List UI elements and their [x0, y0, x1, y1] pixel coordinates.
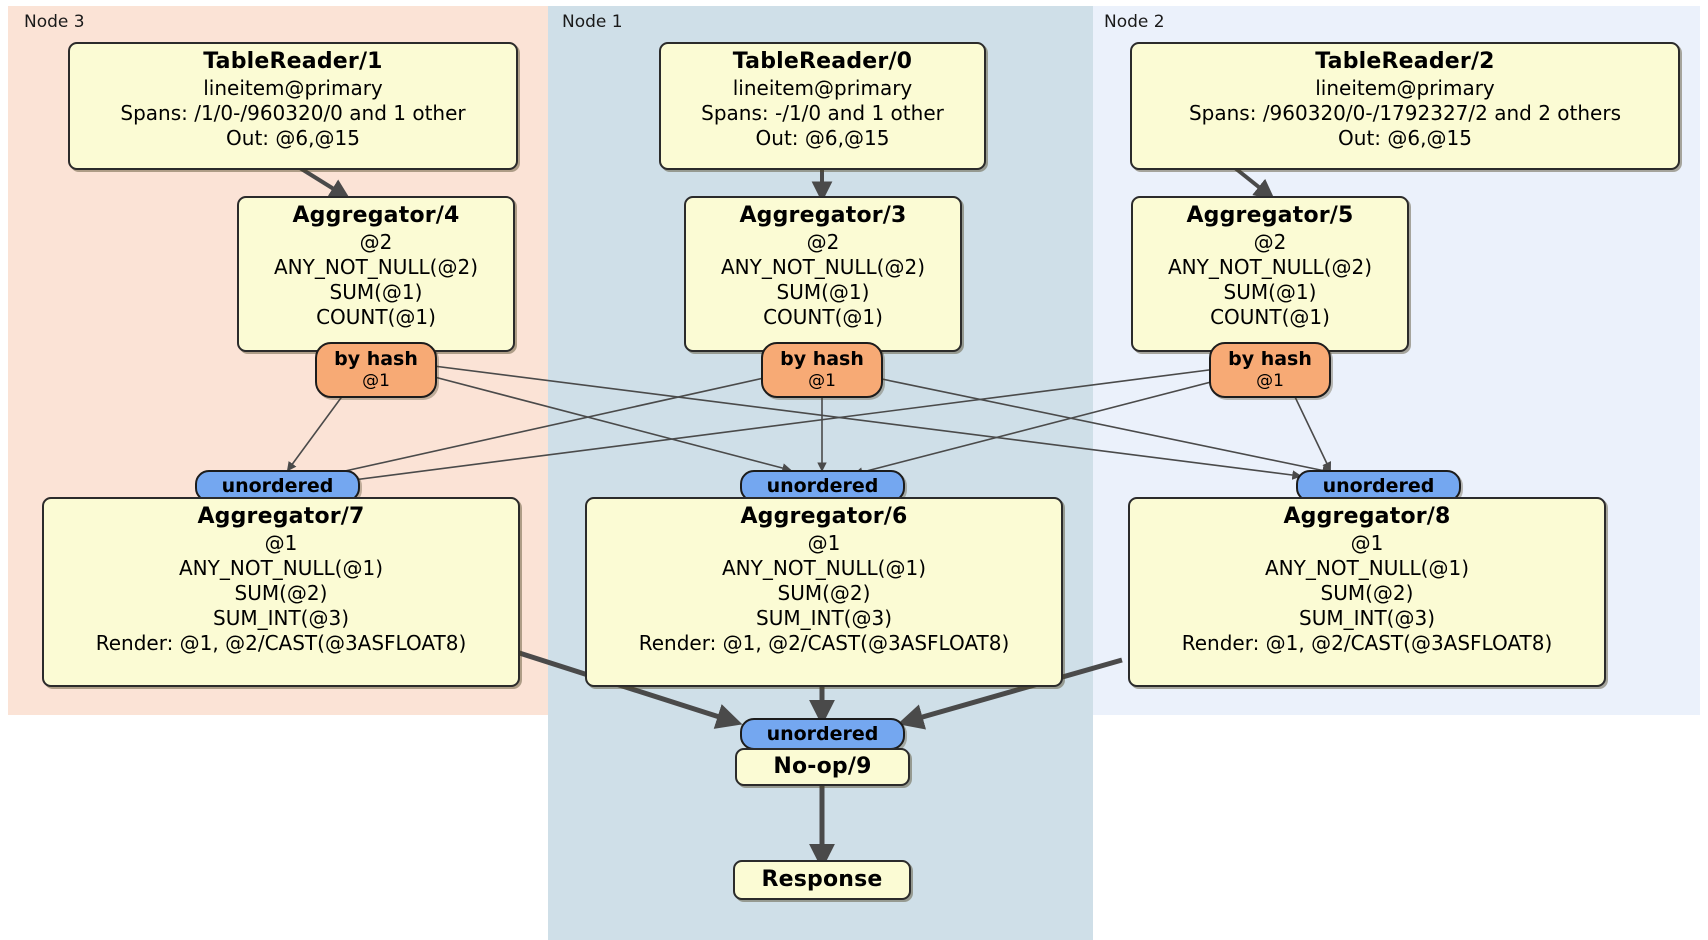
processor-aggregator-6[interactable]: Aggregator/6 @1 ANY_NOT_NULL(@1) SUM(@2)… — [585, 497, 1063, 687]
processor-table-reader-1[interactable]: TableReader/1 lineitem@primary Spans: /1… — [68, 42, 518, 170]
box-line: Render: @1, @2/CAST(@3ASFLOAT8) — [638, 631, 1010, 655]
box-line: SUM(@1) — [776, 280, 870, 304]
box-line: ANY_NOT_NULL(@2) — [721, 255, 925, 279]
box-line: SUM(@2) — [234, 581, 328, 605]
processor-aggregator-5[interactable]: Aggregator/5 @2 ANY_NOT_NULL(@2) SUM(@1)… — [1131, 196, 1409, 352]
synchronizer-unordered-center[interactable]: unordered — [740, 470, 905, 502]
box-line: Out: @6,@15 — [1338, 126, 1472, 150]
box-line: @1 — [1350, 531, 1384, 555]
box-line: SUM(@1) — [1223, 280, 1317, 304]
box-line: ANY_NOT_NULL(@1) — [1265, 556, 1469, 580]
box-line: ANY_NOT_NULL(@1) — [722, 556, 926, 580]
box-line: COUNT(@1) — [316, 305, 436, 329]
box-line: SUM(@1) — [329, 280, 423, 304]
box-line: SUM_INT(@3) — [756, 606, 892, 630]
box-line: @2 — [1253, 230, 1287, 254]
processor-aggregator-7[interactable]: Aggregator/7 @1 ANY_NOT_NULL(@1) SUM(@2)… — [42, 497, 520, 687]
box-line: Spans: /1/0-/960320/0 and 1 other — [120, 101, 466, 125]
synchronizer-label: unordered — [1322, 475, 1435, 497]
box-title: Aggregator/4 — [292, 203, 460, 228]
box-line: Render: @1, @2/CAST(@3ASFLOAT8) — [1181, 631, 1553, 655]
box-line: @2 — [806, 230, 840, 254]
router-sublabel: @1 — [1256, 371, 1284, 391]
router-by-hash-left[interactable]: by hash @1 — [315, 342, 437, 398]
processor-no-op-9[interactable]: No-op/9 — [735, 748, 910, 786]
router-sublabel: @1 — [808, 371, 836, 391]
box-line: SUM_INT(@3) — [1299, 606, 1435, 630]
router-by-hash-right[interactable]: by hash @1 — [1209, 342, 1331, 398]
box-line: Out: @6,@15 — [755, 126, 890, 150]
box-line: ANY_NOT_NULL(@2) — [1168, 255, 1372, 279]
box-title: TableReader/0 — [732, 49, 913, 74]
box-line: COUNT(@1) — [763, 305, 883, 329]
box-line: @1 — [807, 531, 841, 555]
processor-aggregator-4[interactable]: Aggregator/4 @2 ANY_NOT_NULL(@2) SUM(@1)… — [237, 196, 515, 352]
processor-aggregator-8[interactable]: Aggregator/8 @1 ANY_NOT_NULL(@1) SUM(@2)… — [1128, 497, 1606, 687]
panel-label-node-3: Node 3 — [24, 12, 85, 32]
router-label: by hash — [780, 348, 864, 370]
box-title: Aggregator/5 — [1186, 203, 1354, 228]
box-line: @1 — [264, 531, 298, 555]
box-line: SUM_INT(@3) — [213, 606, 349, 630]
box-title: Aggregator/3 — [739, 203, 907, 228]
router-label: by hash — [1228, 348, 1312, 370]
box-line: lineitem@primary — [732, 76, 913, 100]
box-title: TableReader/1 — [203, 49, 383, 74]
router-by-hash-center[interactable]: by hash @1 — [761, 342, 883, 398]
box-line: Out: @6,@15 — [226, 126, 360, 150]
processor-response[interactable]: Response — [733, 860, 911, 900]
box-line: lineitem@primary — [203, 76, 383, 100]
processor-aggregator-3[interactable]: Aggregator/3 @2 ANY_NOT_NULL(@2) SUM(@1)… — [684, 196, 962, 352]
router-sublabel: @1 — [362, 371, 390, 391]
synchronizer-unordered-left[interactable]: unordered — [195, 470, 360, 502]
box-line: Render: @1, @2/CAST(@3ASFLOAT8) — [95, 631, 467, 655]
synchronizer-label: unordered — [766, 723, 879, 745]
box-title: Response — [761, 867, 883, 892]
box-title: No-op/9 — [773, 754, 872, 779]
box-line: SUM(@2) — [1320, 581, 1414, 605]
box-title: TableReader/2 — [1315, 49, 1495, 74]
box-line: Spans: -/1/0 and 1 other — [701, 101, 944, 125]
processor-table-reader-2[interactable]: TableReader/2 lineitem@primary Spans: /9… — [1130, 42, 1680, 170]
panel-label-node-2: Node 2 — [1104, 12, 1165, 32]
box-line: ANY_NOT_NULL(@1) — [179, 556, 383, 580]
router-label: by hash — [334, 348, 418, 370]
synchronizer-label: unordered — [221, 475, 334, 497]
box-line: @2 — [359, 230, 393, 254]
box-line: ANY_NOT_NULL(@2) — [274, 255, 478, 279]
box-line: lineitem@primary — [1315, 76, 1495, 100]
box-title: Aggregator/7 — [197, 504, 365, 529]
synchronizer-unordered-final[interactable]: unordered — [740, 718, 905, 750]
box-line: Spans: /960320/0-/1792327/2 and 2 others — [1188, 101, 1621, 125]
box-title: Aggregator/6 — [740, 504, 908, 529]
box-line: COUNT(@1) — [1210, 305, 1330, 329]
processor-table-reader-0[interactable]: TableReader/0 lineitem@primary Spans: -/… — [659, 42, 986, 170]
panel-label-node-1: Node 1 — [562, 12, 623, 32]
box-line: SUM(@2) — [777, 581, 871, 605]
synchronizer-label: unordered — [766, 475, 879, 497]
box-title: Aggregator/8 — [1283, 504, 1451, 529]
